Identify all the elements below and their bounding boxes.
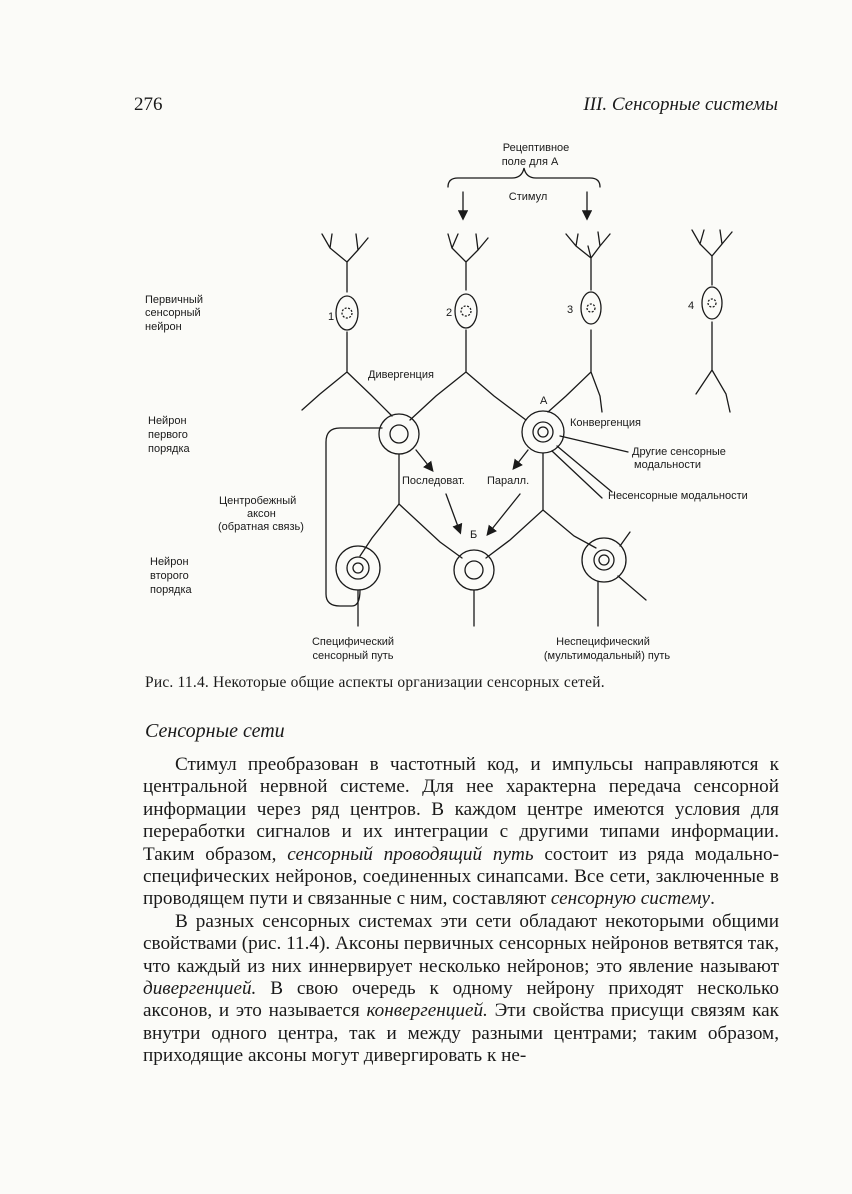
- specific-path-label-1: Специфический: [312, 636, 394, 648]
- receptive-field-label-1: Рецептивное: [503, 142, 570, 154]
- row-label-first-3: порядка: [148, 443, 190, 455]
- other-modalities-label-2: модальности: [634, 459, 701, 471]
- specific-path-label-2: сенсорный путь: [313, 650, 394, 662]
- label-B: Б: [470, 529, 477, 541]
- second-order-neuron-right: [582, 538, 626, 582]
- parallel-label: Паралл.: [487, 475, 529, 487]
- row-label-second-2: второго: [150, 570, 189, 582]
- row-label-second-3: порядка: [150, 584, 192, 596]
- centrifugal-axon: [326, 428, 382, 606]
- centrifugal-label-1: Центробежный: [219, 495, 296, 507]
- other-modalities-label-1: Другие сенсорные: [632, 446, 726, 458]
- label-A: А: [540, 395, 548, 407]
- row-label-primary-1: Первичный: [145, 294, 203, 306]
- paragraph-2-term-1: дивергенцией.: [143, 978, 256, 999]
- neuron-number-4: 4: [688, 300, 694, 312]
- paragraph-2-text-1: В разных сенсорных системах эти сети обл…: [143, 911, 779, 977]
- paragraph-1-text-3: .: [710, 888, 715, 909]
- row-label-primary-3: нейрон: [145, 321, 182, 333]
- neuron-number-1: 1: [328, 311, 334, 323]
- figure-diagram: Рецептивное поле для А Стимул Первичный …: [0, 0, 852, 700]
- row-label-primary-2: сенсорный: [145, 307, 201, 319]
- section-title: Сенсорные сети: [145, 720, 285, 743]
- sequential-label: Последоват.: [402, 475, 465, 487]
- first-order-neuron-left: [379, 414, 419, 454]
- receptive-field-label-2: поле для А: [502, 156, 559, 168]
- second-order-neuron-left: [336, 546, 380, 590]
- neuron-number-2: 2: [446, 307, 452, 319]
- centrifugal-label-3: (обратная связь): [218, 521, 304, 533]
- sensory-network-figure: Рецептивное поле для А Стимул Первичный …: [0, 0, 852, 700]
- primary-neuron-3: [581, 292, 601, 324]
- divergence-label: Дивергенция: [368, 369, 434, 381]
- row-label-first-1: Нейрон: [148, 415, 187, 427]
- paragraph-2: В разных сенсорных системах эти сети обл…: [143, 911, 779, 1068]
- paragraph-2-term-2: конвергенцией.: [366, 1000, 487, 1021]
- row-label-second-1: Нейрон: [150, 556, 189, 568]
- nonsensory-label: Несенсорные модальности: [608, 490, 748, 502]
- stimulus-label: Стимул: [509, 191, 548, 203]
- nonspecific-path-label-2: (мультимодальный) путь: [544, 650, 671, 662]
- paragraph-1: Стимул преобразован в частотный код, и и…: [143, 754, 779, 911]
- nonspecific-path-label-1: Неспецифический: [556, 636, 650, 648]
- figure-caption: Рис. 11.4. Некоторые общие аспекты орган…: [145, 674, 605, 692]
- primary-neuron-1: [336, 296, 358, 330]
- body-text: Стимул преобразован в частотный код, и и…: [143, 754, 779, 1068]
- primary-neuron-4: [702, 287, 722, 319]
- convergence-label: Конвергенция: [570, 417, 641, 429]
- centrifugal-label-2: аксон: [247, 508, 276, 520]
- neuron-number-3: 3: [567, 304, 573, 316]
- paragraph-1-term-1: сенсорный проводящий путь: [287, 844, 533, 865]
- primary-neuron-2: [455, 294, 477, 328]
- second-order-neuron-B: [454, 550, 494, 590]
- paragraph-1-term-2: сенсорную систему: [551, 888, 710, 909]
- row-label-first-2: первого: [148, 429, 188, 441]
- receptive-field-brace: [448, 168, 600, 187]
